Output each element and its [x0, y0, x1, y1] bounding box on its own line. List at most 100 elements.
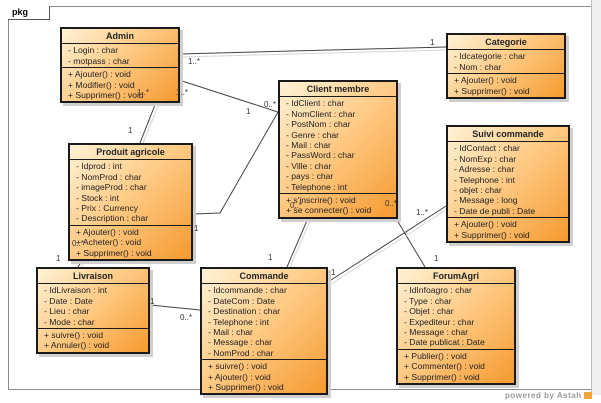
operation: + Ajouter() : void	[208, 371, 271, 382]
attribute: - Mode : char	[44, 316, 95, 327]
attribute: - IdClient : char	[286, 98, 345, 109]
attribute: - pays : char	[286, 171, 334, 182]
attribute: - Nom : char	[454, 61, 502, 72]
attribute: - NomClient : char	[286, 108, 356, 119]
class-livraison[interactable]: Livraison - IdLivraison : int - Date : D…	[36, 267, 150, 354]
class-name: Client membre	[280, 82, 396, 98]
attribute: - Prix : Currency	[76, 203, 139, 214]
multiplicity-label: 1	[434, 254, 439, 263]
attribute: - NomExp : char	[454, 153, 517, 164]
operation: + Supprimer() : void	[68, 90, 144, 101]
operations-section: + Ajouter() : void + Supprimer() : void	[448, 218, 568, 241]
class-produit-agricole[interactable]: Produit agricole - Idprod : int - NomPro…	[68, 143, 193, 262]
operation: + Modifier() : void	[68, 79, 135, 90]
operation: + Supprimer() : void	[454, 85, 530, 96]
class-name: ForumAgri	[398, 269, 514, 285]
operation: + Publier() : void	[404, 350, 467, 361]
class-name: Commande	[202, 269, 326, 285]
operation: + s'inscrire() : void	[286, 195, 356, 206]
class-commande[interactable]: Commande - Idcommande : char - DateCom :…	[200, 267, 328, 396]
multiplicity-label: 1	[56, 254, 61, 263]
multiplicity-label: 1	[246, 107, 251, 116]
assoc-produit-client[interactable]	[192, 111, 279, 215]
attribute: - Telephone : int	[454, 174, 515, 185]
powered-by-text: powered by Astah	[505, 391, 582, 400]
attribute: - Idcategorie : char	[454, 51, 526, 62]
multiplicity-label: 1	[268, 253, 273, 262]
operation: + Ajouter() : void	[454, 219, 517, 230]
operation: + Supprimer() : void	[208, 382, 284, 393]
attribute: - Idprod : int	[76, 161, 122, 172]
attribute: - Message : char	[208, 337, 272, 348]
class-suivi-commande[interactable]: Suivi commande - IdContact : char - NomE…	[446, 125, 570, 244]
operation: + Annuler() : void	[44, 340, 110, 351]
astah-logo-icon	[583, 392, 592, 399]
attributes-section: - Idprod : int - NomProd : char - imageP…	[70, 160, 191, 226]
attribute: - Message : long	[454, 195, 518, 206]
attribute: - Message : char	[404, 327, 468, 338]
attribute: - Date : Date	[44, 295, 93, 306]
class-forumagri[interactable]: ForumAgri - IdInfoagro : char - Type : c…	[396, 267, 516, 386]
attributes-section: - IdContact : char - NomExp : char - Adr…	[448, 142, 568, 219]
operations-section: + Ajouter() : void + Modifier() : void +…	[62, 68, 178, 101]
class-admin[interactable]: Admin - Login : char - motpass : char + …	[60, 27, 180, 104]
attribute: - Adresse : char	[454, 164, 515, 175]
operation: + suivre() : void	[44, 330, 103, 341]
attribute: - NomProd : char	[76, 171, 142, 182]
operation: + Ajouter() : void	[68, 69, 131, 80]
attribute: - Destination : char	[208, 306, 281, 317]
attribute: - NomProd : char	[208, 347, 274, 358]
class-categorie[interactable]: Categorie - Idcategorie : char - Nom : c…	[446, 33, 566, 100]
attribute: - Idcommande : char	[208, 285, 287, 296]
assoc-livraison-commande[interactable]	[149, 304, 201, 311]
assoc-admin-client[interactable]	[178, 79, 279, 113]
attributes-section: - Idcategorie : char - Nom : char	[448, 50, 564, 75]
attribute: - Date de publi : Date	[454, 205, 536, 216]
attribute: - IdContact : char	[454, 143, 520, 154]
attribute: - Stock : int	[76, 192, 119, 203]
operations-section: + Ajouter() : void + Supprimer() : void	[448, 74, 564, 97]
multiplicity-label: 0..*	[180, 313, 193, 322]
multiplicity-label: 0..*	[290, 201, 303, 210]
multiplicity-label: 1..*	[137, 88, 150, 97]
multiplicity-label: 1	[194, 224, 199, 233]
multiplicity-label: 1..*	[176, 88, 189, 97]
assoc-admin-categorie[interactable]	[179, 46, 447, 55]
operation: + Ajouter() : void	[454, 75, 517, 86]
attributes-section: - Idcommande : char - DateCom : Date - D…	[202, 284, 326, 361]
class-client-membre[interactable]: Client membre - IdClient : char - NomCli…	[278, 80, 398, 219]
operation: + Acheter() : void	[76, 237, 142, 248]
operation: + Supprimer() : void	[404, 371, 480, 382]
package-label: pkg	[8, 6, 50, 20]
multiplicity-label: 0..*	[264, 100, 277, 109]
attribute: - Login : char	[68, 45, 119, 56]
multiplicity-label: 1..*	[188, 57, 201, 66]
class-name: Categorie	[448, 35, 564, 51]
class-name: Suivi commande	[448, 127, 568, 143]
operation: + Supprimer() : void	[454, 229, 530, 240]
multiplicity-label: 0..*	[72, 239, 85, 248]
attribute: - Mail : char	[208, 327, 253, 338]
multiplicity-label: 1	[430, 38, 435, 47]
attribute: - Objet : char	[404, 306, 454, 317]
attribute: - Telephone : int	[286, 181, 347, 192]
attribute: - Expediteur : char	[404, 316, 475, 327]
powered-by-footer: powered by Astah	[505, 391, 592, 400]
attributes-section: - IdInfoagro : char - Type : char - Obje…	[398, 284, 514, 350]
operation: + Supprimer() : void	[76, 247, 152, 258]
attribute: - Genre : char	[286, 129, 340, 140]
attribute: - Date publicat : Date	[404, 337, 485, 348]
vertical-scrollbar[interactable]	[591, 0, 601, 395]
class-name: Admin	[62, 29, 178, 45]
multiplicity-label: 1	[128, 126, 133, 135]
attribute: - DateCom : Date	[208, 295, 275, 306]
operations-section: + s'inscrire() : void + se connecter() :…	[280, 194, 396, 217]
attribute: - Telephone : int	[208, 316, 269, 327]
attribute: - objet : char	[454, 185, 502, 196]
attribute: - IdLivraison : int	[44, 285, 108, 296]
operation: + suivre() : void	[208, 361, 267, 372]
attribute: - motpass : char	[68, 55, 130, 66]
attributes-section: - IdClient : char - NomClient : char - P…	[280, 97, 396, 195]
operation: + se connecter() : void	[286, 205, 372, 216]
assoc-suivi-commande[interactable]	[327, 205, 447, 283]
